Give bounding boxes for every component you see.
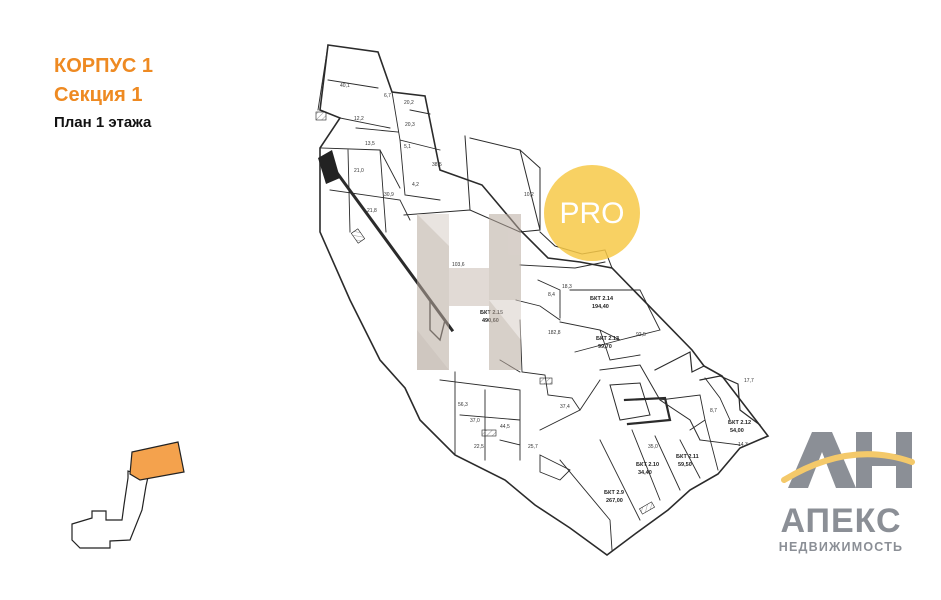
room-label: 20,2 <box>404 100 414 106</box>
unit-label: БКТ 2.12 54,00 <box>728 420 751 434</box>
room-label: 38,5 <box>432 162 442 168</box>
room-label: 8,7 <box>710 408 717 414</box>
plan-walls <box>317 44 770 556</box>
room-label: 37,4 <box>560 404 570 410</box>
room-label: 30,9 <box>384 192 394 198</box>
unit-code: БКТ 2.9 <box>604 490 624 496</box>
swoosh-arc-icon <box>781 451 915 483</box>
unit-label: БКТ 2.13 99,70 <box>596 336 619 350</box>
unit-code: БКТ 2.13 <box>596 336 619 342</box>
room-label: 4,2 <box>412 182 419 188</box>
highlighted-section <box>129 441 185 481</box>
room-label: 182,8 <box>548 330 561 336</box>
unit-area: 194,40 <box>592 304 609 310</box>
room-label: 103,6 <box>452 262 465 268</box>
room-label: 6,7 <box>384 93 391 99</box>
room-label: 18,3 <box>562 284 572 290</box>
floor-plan-title: План 1 этажа <box>54 114 152 131</box>
unit-code: БКТ 2.12 <box>728 420 751 426</box>
room-label: 22,5 <box>474 444 484 450</box>
h-letter-watermark-icon <box>417 214 521 370</box>
room-labels: 40,1 12,2 20,2 6,7 13,5 20,3 38,5 5,1 21… <box>340 83 754 450</box>
section-title: Секция 1 <box>54 84 143 106</box>
header: КОРПУС 1 Секция 1 План 1 этажа <box>54 52 153 135</box>
unit-label: БКТ 2.11 59,50 <box>676 454 699 468</box>
unit-code: БКТ 2.14 <box>590 296 614 302</box>
building-key-plan-icon <box>71 441 185 549</box>
unit-area: 267,00 <box>606 498 623 504</box>
company-logo: АПЕКС НЕДВИЖИМОСТЬ <box>764 503 918 555</box>
room-label: 40,1 <box>340 83 350 89</box>
unit-code: БКТ 2.10 <box>636 462 659 468</box>
room-label: 37,0 <box>470 418 480 424</box>
unit-area: 59,50 <box>678 462 692 468</box>
unit-area: 54,00 <box>730 428 744 434</box>
unit-label: БКТ 2.14 194,40 <box>590 296 614 310</box>
room-label: 5,1 <box>404 144 411 150</box>
pro-label: PRO <box>559 197 625 230</box>
unit-area: 34,40 <box>638 470 652 476</box>
logo-subtitle: НЕДВИЖИМОСТЬ <box>778 540 904 554</box>
room-label: 20,3 <box>405 122 415 128</box>
room-label: 56,3 <box>458 402 468 408</box>
pro-badge-icon <box>544 165 640 261</box>
room-label: 12,2 <box>354 116 364 122</box>
room-label: 10,2 <box>524 192 534 198</box>
unit-area: 99,70 <box>598 344 612 350</box>
room-label: 17,7 <box>744 378 754 384</box>
building-title: КОРПУС 1 <box>54 55 154 77</box>
unit-code: БКТ 2.11 <box>676 454 699 460</box>
room-label: 92,5 <box>636 332 646 338</box>
unit-label: БКТ 2.10 34,40 <box>636 462 659 476</box>
logo-name: АПЕКС <box>780 502 902 540</box>
room-label: 21,0 <box>354 168 364 174</box>
room-label: 35,0 <box>648 444 658 450</box>
logo-mark-icon <box>781 432 915 488</box>
room-label: 44,5 <box>500 424 510 430</box>
room-label: 8,4 <box>548 292 555 298</box>
room-label: 21,8 <box>367 208 377 214</box>
unit-label: БКТ 2.9 267,00 <box>604 490 624 504</box>
room-label: 25,7 <box>528 444 538 450</box>
room-label: 13,5 <box>365 141 375 147</box>
room-label: 14,3 <box>738 442 748 448</box>
